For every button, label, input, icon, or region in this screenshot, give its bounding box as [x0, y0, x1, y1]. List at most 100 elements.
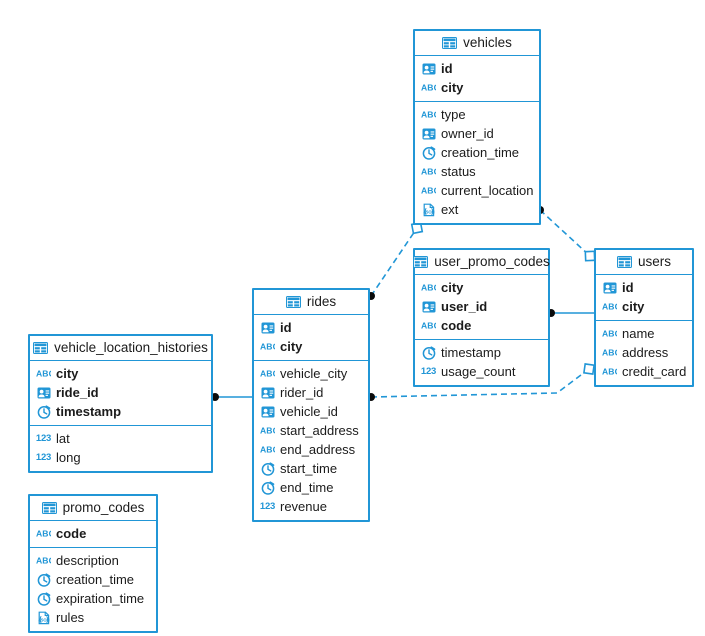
field-row-start_address[interactable]: ABCstart_address	[254, 421, 368, 440]
field-row-description[interactable]: ABCdescription	[30, 551, 156, 570]
field-row-user_id[interactable]: user_id	[415, 297, 548, 316]
field-row-id[interactable]: id	[254, 318, 368, 337]
id-card-icon	[421, 300, 436, 314]
primary-key-section: ABCcode	[30, 521, 156, 548]
id-card-icon	[421, 127, 436, 141]
relationship-one-square	[583, 363, 595, 375]
field-label: city	[56, 366, 79, 381]
field-row-city[interactable]: ABCcity	[415, 78, 539, 97]
entity-table-name: users	[637, 254, 671, 270]
field-row-city[interactable]: ABCcity	[415, 278, 548, 297]
entity-table-users[interactable]: usersidABCcityABCnameABCaddressABCcredit…	[594, 248, 694, 387]
field-label: ext	[441, 202, 459, 217]
field-row-timestamp[interactable]: timestamp	[415, 343, 548, 362]
field-row-owner_id[interactable]: owner_id	[415, 124, 539, 143]
field-row-end_time[interactable]: end_time	[254, 478, 368, 497]
field-label: creation_time	[441, 145, 520, 160]
svg-text:ABC: ABC	[36, 556, 51, 565]
field-row-current_location[interactable]: ABCcurrent_location	[415, 181, 539, 200]
field-row-status[interactable]: ABCstatus	[415, 162, 539, 181]
svg-text:ABC: ABC	[36, 369, 51, 378]
entity-table-header-user_promo_codes[interactable]: user_promo_codes	[413, 250, 550, 275]
entity-table-vehicle_location_histories[interactable]: vehicle_location_historiesABC city ride_id…	[28, 334, 213, 473]
entity-table-rides[interactable]: ridesidABCcityABCvehicle_cityrider_idveh…	[252, 288, 370, 522]
clock-icon	[260, 480, 275, 495]
field-label: end_time	[280, 480, 334, 495]
abc-icon: ABC	[260, 340, 275, 354]
field-row-id[interactable]: id	[415, 59, 539, 78]
id-card-icon	[260, 386, 275, 400]
field-row-end_address[interactable]: ABCend_address	[254, 440, 368, 459]
field-row-creation_time[interactable]: creation_time	[30, 570, 156, 589]
field-label: type	[441, 107, 466, 122]
field-label: code	[56, 526, 87, 541]
field-label: ride_id	[56, 385, 99, 400]
id-card-icon	[421, 62, 436, 76]
entity-table-name: user_promo_codes	[434, 254, 550, 270]
table-grid-icon	[33, 341, 49, 355]
abc-icon: ABC	[260, 443, 275, 457]
id-card-icon	[36, 386, 51, 400]
svg-text:ABC: ABC	[260, 426, 275, 435]
relationship-rel-vlh-rides[interactable]	[211, 393, 252, 401]
field-row-type[interactable]: ABC type	[415, 105, 539, 124]
field-row-vehicle_id[interactable]: vehicle_id	[254, 402, 368, 421]
field-row-creation_time[interactable]: creation_time	[415, 143, 539, 162]
relationship-rel-upc-users[interactable]	[547, 309, 594, 317]
table-grid-icon	[41, 501, 57, 515]
field-label: id	[441, 61, 453, 76]
field-row-address[interactable]: ABCaddress	[596, 343, 692, 362]
abc-icon: ABC	[36, 554, 51, 568]
field-label: rules	[56, 610, 85, 625]
primary-key-section: idABCcity	[596, 275, 692, 321]
field-row-city[interactable]: ABC city	[254, 337, 368, 356]
svg-text:ABC: ABC	[421, 83, 436, 92]
entity-table-header-promo_codes[interactable]: promo_codes	[30, 496, 156, 521]
field-label: revenue	[280, 499, 327, 514]
field-label: start_time	[280, 461, 338, 476]
field-row-name[interactable]: ABCname	[596, 324, 692, 343]
column-section: ABCvehicle_cityrider_idvehicle_idABCstar…	[254, 361, 368, 520]
json-icon: JSON	[36, 611, 51, 625]
field-row-city[interactable]: ABC city	[30, 364, 211, 383]
field-row-code[interactable]: ABCcode	[30, 524, 156, 543]
field-label: vehicle_city	[280, 366, 348, 381]
field-row-start_time[interactable]: start_time	[254, 459, 368, 478]
svg-text:JSON: JSON	[38, 617, 49, 622]
entity-table-name: rides	[306, 294, 337, 310]
entity-table-user_promo_codes[interactable]: user_promo_codesABCcityuser_idABCcode tim…	[413, 248, 550, 387]
entity-table-vehicles[interactable]: vehiclesidABCcityABCtypeowner_idcreation…	[413, 29, 541, 225]
entity-table-header-rides[interactable]: rides	[254, 290, 368, 315]
svg-text:ABC: ABC	[260, 369, 275, 378]
field-row-id[interactable]: id	[596, 278, 692, 297]
field-label: code	[441, 318, 472, 333]
field-label: credit_card	[622, 364, 687, 379]
abc-icon: ABC	[421, 165, 436, 179]
entity-table-name: vehicle_location_histories	[54, 340, 208, 356]
field-row-timestamp[interactable]: timestamp	[30, 402, 211, 421]
field-row-rules[interactable]: JSON rules	[30, 608, 156, 627]
field-row-vehicle_city[interactable]: ABC vehicle_city	[254, 364, 368, 383]
svg-text:ABC: ABC	[421, 110, 436, 119]
field-row-rider_id[interactable]: rider_id	[254, 383, 368, 402]
entity-table-header-vehicle_location_histories[interactable]: vehicle_location_histories	[30, 336, 211, 361]
clock-icon	[36, 404, 51, 419]
entity-table-promo_codes[interactable]: promo_codesABCcodeABCdescriptioncreation…	[28, 494, 158, 633]
field-row-ride_id[interactable]: ride_id	[30, 383, 211, 402]
field-row-code[interactable]: ABCcode	[415, 316, 548, 335]
field-row-city[interactable]: ABCcity	[596, 297, 692, 316]
svg-text:ABC: ABC	[260, 342, 275, 351]
field-row-credit_card[interactable]: ABCcredit_card	[596, 362, 692, 381]
field-row-expiration_time[interactable]: expiration_time	[30, 589, 156, 608]
entity-table-header-users[interactable]: users	[596, 250, 692, 275]
entity-table-header-vehicles[interactable]: vehicles	[415, 31, 539, 56]
field-label: city	[280, 339, 303, 354]
field-label: id	[622, 280, 634, 295]
